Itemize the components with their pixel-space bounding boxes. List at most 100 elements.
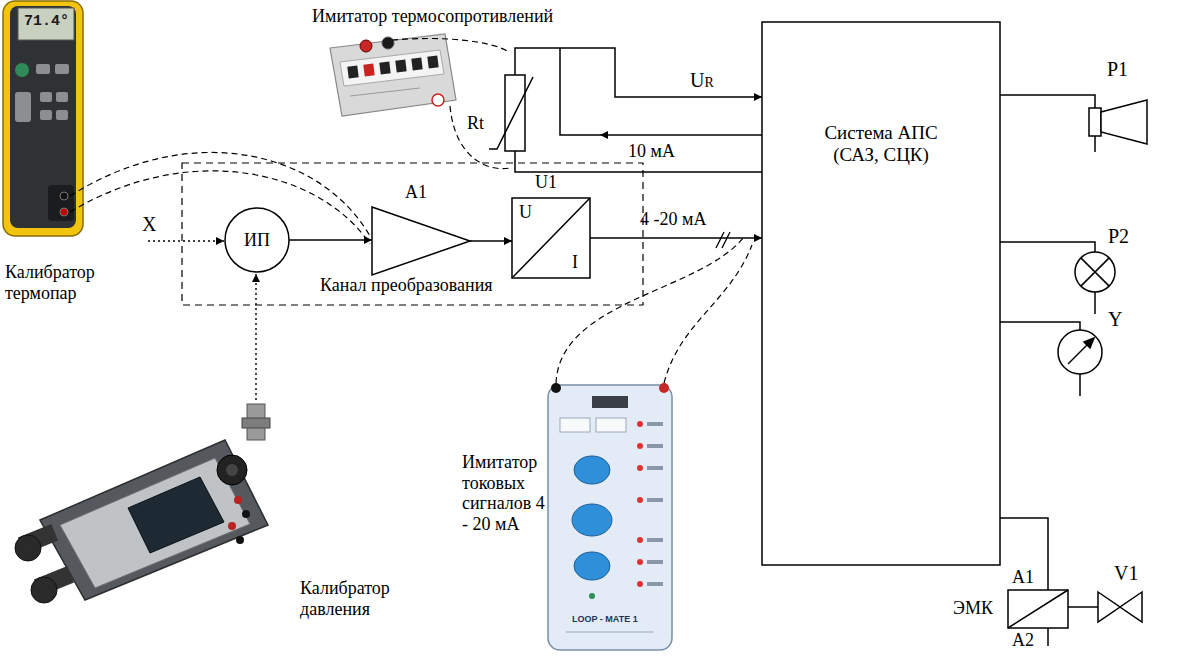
block-outline [762,22,1000,565]
pressure-calibrator [15,404,270,603]
jack [228,522,236,530]
shape-outline [1058,330,1102,374]
power-button [15,63,29,77]
signal-label: UR [690,68,714,92]
node-text: Канал преобразования [320,275,493,296]
thermocouple-calibrator [3,1,83,236]
node-text: Rt [467,113,484,134]
connector-line [1000,518,1048,590]
solenoid-symbol: ЭМКA1A2 [1008,590,1068,628]
jack [60,192,68,200]
jack [242,510,250,518]
mini-display [592,396,628,408]
key [40,92,52,102]
key [56,92,68,102]
resistor-body [505,75,525,151]
siren-body [1089,108,1101,136]
connector [1000,242,1095,252]
connector-line [515,151,762,172]
device-caption: Калибратор давления [300,578,410,619]
node-text: P1 [1107,58,1128,81]
test-button [432,94,444,106]
jack [659,383,669,393]
dial [363,63,374,76]
legend-mark [647,498,663,502]
node-text: A1 [1012,567,1034,588]
key [40,110,52,120]
converter-slash [512,198,590,278]
resistance-simulator [330,34,456,116]
lead-wire [1094,136,1096,152]
valve-symbol: V1 [1098,592,1142,622]
device-brand: LOOP - MATE 1 [572,614,638,624]
test-lead [70,152,370,236]
display-reading: 71.4° [24,13,69,30]
legend-mark [647,538,663,542]
meter-symbol: Y [1058,330,1102,374]
shape-outline [1098,592,1142,622]
panel-line [350,88,420,96]
lamp-cross [1081,258,1109,286]
connector-line [1068,606,1098,608]
pump-knob [31,577,57,603]
triangle-outline [372,207,470,275]
dial [395,59,406,72]
legend-mark [647,466,663,470]
node-text: I [572,252,578,273]
dial-strip [340,50,444,86]
connector-line [560,48,600,135]
connector [560,48,762,135]
step-button [572,504,612,536]
fitting-nut [242,418,270,428]
knob-cap [226,464,238,476]
connector [1000,95,1095,108]
mode-key [560,418,590,432]
shape-outline [225,208,289,272]
connector [1068,607,1098,608]
connector-line [515,48,762,97]
range-led [637,497,643,503]
up-button [574,456,610,484]
device-caption: Имитатор токовых сигналов 4 - 20 мА [462,452,546,535]
legend-mark [647,444,663,448]
shape-outline [1089,108,1101,136]
lead-wire [1079,374,1081,396]
down-button [574,552,610,580]
jack [360,40,372,52]
calibrator-screen [128,477,224,553]
key [56,110,68,120]
input-signal: X [142,213,156,236]
sensor-circle: ИП [225,208,289,272]
test-lead [392,39,509,53]
connector [515,48,762,97]
connector-line [1000,95,1095,108]
panel-line [566,632,654,633]
dial [411,57,422,70]
connector [590,238,762,239]
range-led [637,421,643,427]
coil-outline [1008,590,1068,628]
lamp-symbol: P2 [1075,252,1115,292]
box-outline [512,198,590,278]
loop-simulator [548,383,672,650]
lamp-outline [1075,252,1115,292]
test-leads [70,39,752,384]
connector-line [289,239,372,241]
node-text: V1 [1114,562,1138,585]
simulator-body [330,34,456,116]
circle-outline [225,208,289,272]
jack [382,37,394,49]
range-led [637,537,643,543]
connector [470,241,512,242]
legend-mark [647,582,663,586]
jack-panel [48,185,74,221]
mode-key [596,418,626,432]
meter-needle [1068,342,1090,364]
shape-outline [1008,590,1068,628]
connector-line [1000,242,1095,252]
valve-body [1098,592,1142,622]
vernier-knob [217,455,247,485]
status-led [589,593,595,599]
